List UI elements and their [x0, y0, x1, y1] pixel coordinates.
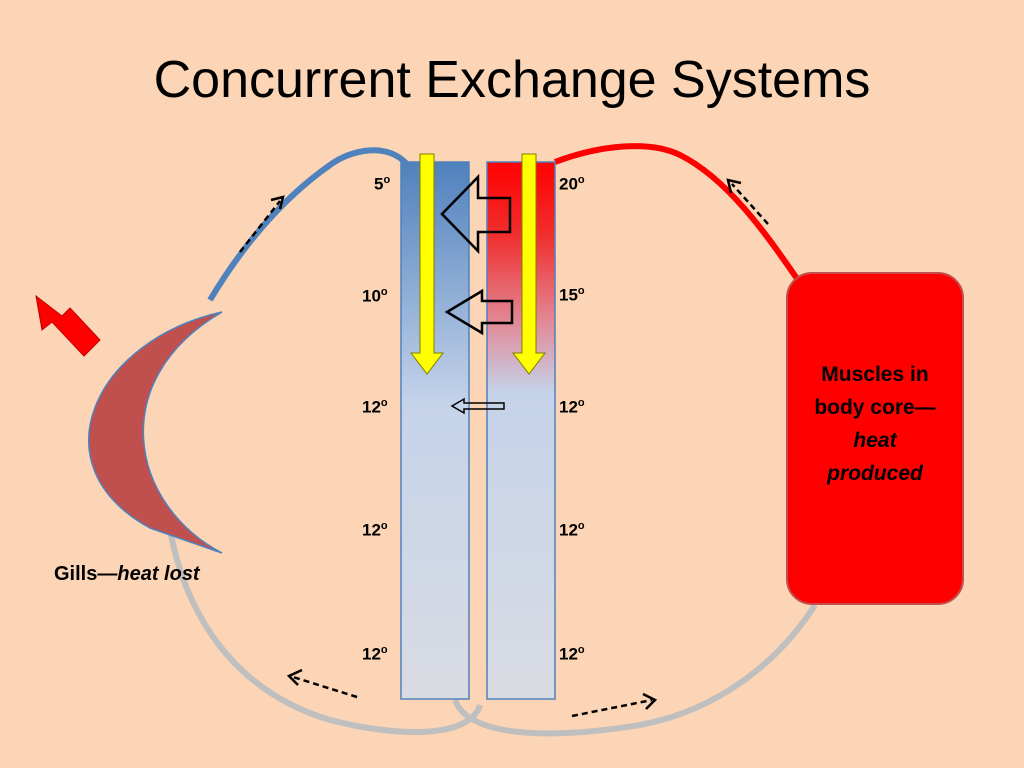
- muscles-box: Muscles in body core— heat produced: [786, 272, 964, 605]
- dashed-arrow-upper-left: [239, 200, 281, 253]
- dashed-arrow-lower-left: [292, 675, 358, 699]
- warm-blood-column: [486, 161, 556, 700]
- gills-label: Gills—heat lost: [54, 563, 200, 586]
- temp-cold-2: 10o: [362, 286, 388, 306]
- temp-cold-5: 12o: [362, 644, 388, 664]
- temp-cold-3: 12o: [362, 397, 388, 417]
- temp-warm-5: 12o: [559, 644, 585, 664]
- warm-flow-arrow: [511, 153, 547, 375]
- heat-transfer-arrow-small: [450, 397, 505, 415]
- temp-cold-4: 12o: [362, 520, 388, 540]
- slide-title: Concurrent Exchange Systems: [153, 51, 871, 109]
- gill-shape: [88, 311, 223, 554]
- temp-warm-2: 15o: [559, 285, 585, 305]
- heat-loss-arrow: [35, 294, 101, 357]
- muscles-italic-2: produced: [827, 461, 923, 485]
- dashed-arrow-lower-right: [571, 698, 653, 718]
- heat-transfer-arrow-medium: [444, 288, 514, 336]
- cold-flow-arrow: [409, 153, 445, 375]
- muscles-label: Muscles in body core— heat produced: [814, 358, 935, 490]
- return-vessel-left: [167, 529, 483, 736]
- dashed-arrow-upper-right: [731, 183, 769, 225]
- muscles-line-1: Muscles in: [821, 362, 929, 386]
- dashed-direction-arrows: [239, 178, 769, 718]
- return-vessel-right: [452, 603, 818, 737]
- temp-warm-1: 20o: [559, 174, 585, 194]
- gills-label-main: Gills—: [54, 563, 118, 585]
- heat-transfer-arrow-large: [440, 173, 512, 255]
- muscles-line-2: body core—: [814, 395, 936, 419]
- cold-blood-column: [400, 161, 470, 700]
- temp-warm-4: 12o: [559, 520, 585, 540]
- muscles-italic-1: heat: [853, 428, 897, 452]
- cold-vessel: [207, 147, 413, 302]
- temp-cold-1: 5o: [374, 174, 391, 194]
- temp-warm-3: 12o: [559, 397, 585, 417]
- gills-label-italic: heat lost: [117, 563, 200, 585]
- warm-vessel: [553, 143, 801, 282]
